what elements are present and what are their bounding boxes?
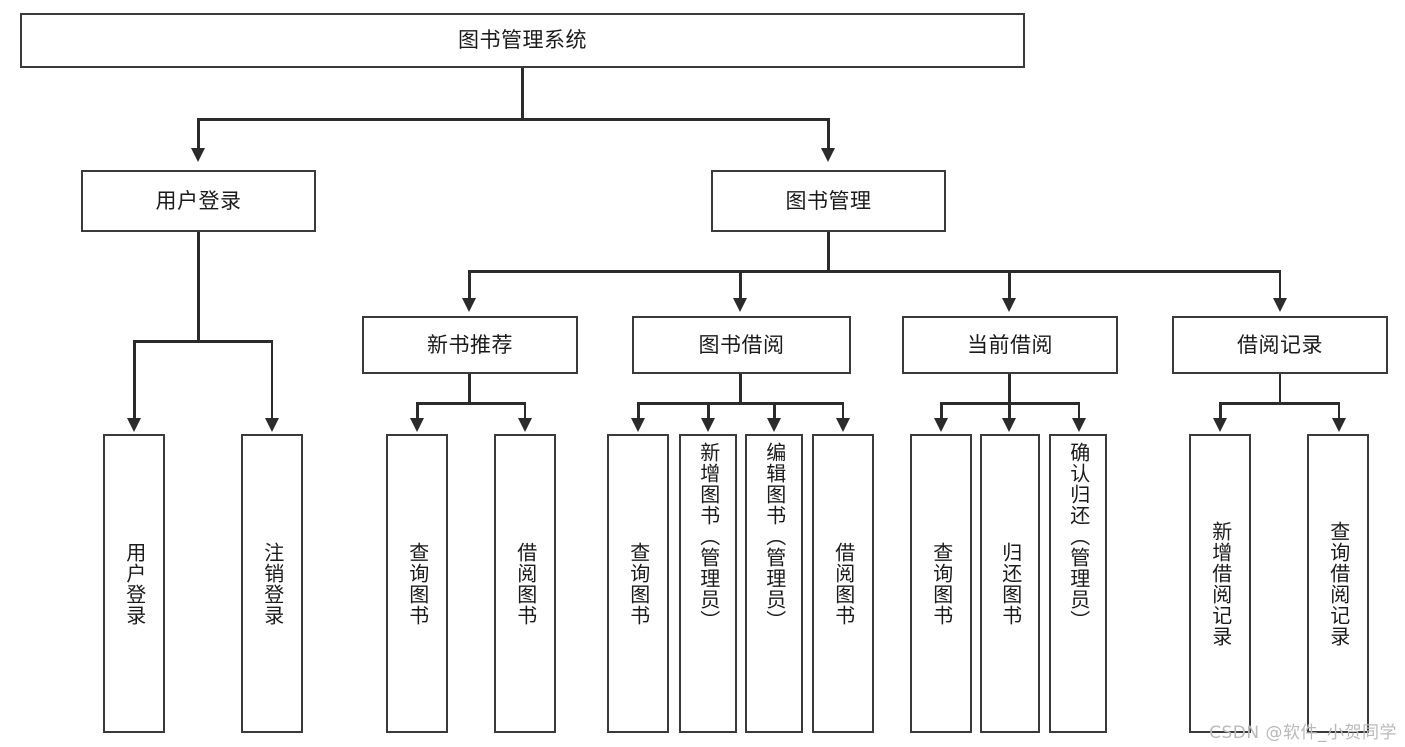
node-current-borrow[interactable]: 当前借阅 [902, 316, 1118, 374]
arrow-book-borrow-leaf-4 [835, 418, 850, 432]
connector-user-login-stem [197, 232, 200, 342]
connector-book-borrow-bus [637, 402, 844, 405]
arrow-book-mgmt-child-4 [1272, 298, 1287, 312]
arrow-user-login-leaf-2 [264, 418, 279, 432]
node-book-management[interactable]: 图书管理 [711, 170, 946, 232]
connector-borrow-record-branch-1 [1219, 402, 1222, 420]
leaf-query-book-current[interactable]: 查询图书 [910, 434, 972, 733]
node-label: 新书推荐 [427, 332, 513, 357]
leaf-label: 查询图书 [929, 541, 954, 626]
node-label: 图书借阅 [698, 332, 785, 357]
connector-book-borrow-branch-1 [637, 402, 640, 420]
node-label: 当前借阅 [967, 332, 1053, 357]
leaf-label: 新增借阅记录 [1208, 520, 1233, 647]
node-user-login[interactable]: 用户登录 [81, 170, 316, 232]
watermark-text: CSDN @软件_小贺同学 [1209, 723, 1397, 743]
connector-root-bus [197, 118, 829, 121]
arrow-book-mgmt-child-3 [1002, 298, 1016, 312]
connector-root-to-user-login [197, 118, 200, 150]
leaf-label: 用户登录 [122, 541, 147, 626]
node-root-system[interactable]: 图书管理系统 [20, 13, 1025, 68]
connector-borrow-record-branch-2 [1337, 402, 1340, 420]
connector-book-borrow-branch-3 [773, 402, 776, 420]
node-borrow-record[interactable]: 借阅记录 [1172, 316, 1388, 374]
node-new-book-recommend[interactable]: 新书推荐 [362, 316, 578, 374]
connector-book-borrow-branch-2 [707, 402, 710, 420]
connector-root-stem [521, 68, 524, 120]
leaf-edit-book-admin[interactable]: 编辑图书（管理员） [745, 434, 803, 733]
leaf-label: 归还图书 [998, 541, 1023, 626]
leaf-user-logout[interactable]: 注销登录 [241, 434, 303, 733]
connector-new-book-stem [468, 374, 471, 404]
node-label: 借阅记录 [1237, 332, 1323, 357]
arrow-root-to-book-mgmt [821, 148, 835, 162]
arrow-user-login-leaf-1 [127, 418, 141, 432]
leaf-label: 注销登录 [260, 541, 285, 626]
node-label: 图书管理 [785, 188, 872, 213]
arrow-current-borrow-leaf-1 [934, 418, 948, 432]
arrow-book-borrow-leaf-2 [701, 418, 715, 432]
connector-user-login-bus [133, 340, 273, 343]
connector-book-mgmt-branch-1 [468, 270, 471, 300]
connector-user-login-branch-2 [270, 340, 273, 420]
connector-book-mgmt-branch-3 [1008, 270, 1011, 300]
connector-new-book-bus [416, 402, 526, 405]
leaf-label: 借阅图书 [513, 541, 538, 626]
leaf-label: 查询图书 [626, 541, 651, 626]
arrow-current-borrow-leaf-3 [1071, 418, 1086, 432]
connector-book-borrow-branch-4 [841, 402, 844, 420]
leaf-user-login[interactable]: 用户登录 [103, 434, 165, 733]
arrow-book-borrow-leaf-1 [631, 418, 645, 432]
arrow-new-book-leaf-2 [517, 418, 532, 432]
leaf-label: 查询图书 [405, 541, 430, 626]
leaf-query-book-borrow[interactable]: 查询图书 [607, 434, 669, 733]
arrow-root-to-user-login [191, 148, 205, 162]
arrow-new-book-leaf-1 [410, 418, 424, 432]
leaf-return-book[interactable]: 归还图书 [980, 434, 1040, 733]
leaf-label: 查询借阅记录 [1326, 520, 1351, 647]
arrow-book-mgmt-child-1 [462, 298, 476, 312]
leaf-borrow-book-recommend[interactable]: 借阅图书 [494, 434, 556, 733]
arrow-borrow-record-leaf-1 [1213, 418, 1227, 432]
leaf-borrow-book[interactable]: 借阅图书 [812, 434, 874, 733]
connector-book-mgmt-branch-2 [739, 270, 742, 300]
connector-current-borrow-branch-2 [1008, 402, 1011, 420]
leaf-label: 确认归还（管理员） [1066, 442, 1091, 631]
leaf-add-borrow-record[interactable]: 新增借阅记录 [1189, 434, 1251, 733]
node-label: 用户登录 [155, 188, 242, 213]
leaf-label: 借阅图书 [831, 541, 856, 626]
connector-new-book-branch-1 [416, 402, 419, 420]
connector-root-to-book-mgmt [827, 118, 830, 150]
connector-borrow-record-stem [1278, 374, 1281, 404]
leaf-confirm-return-admin[interactable]: 确认归还（管理员） [1049, 434, 1107, 733]
connector-book-mgmt-stem [827, 232, 830, 272]
leaf-label: 编辑图书（管理员） [762, 442, 787, 631]
connector-current-borrow-branch-3 [1077, 402, 1080, 420]
connector-new-book-branch-2 [523, 402, 526, 420]
leaf-query-book-recommend[interactable]: 查询图书 [386, 434, 448, 733]
arrow-book-mgmt-child-2 [733, 298, 747, 312]
node-book-borrow[interactable]: 图书借阅 [632, 316, 851, 374]
connector-book-mgmt-branch-4 [1278, 270, 1281, 300]
arrow-book-borrow-leaf-3 [767, 418, 781, 432]
connector-current-borrow-stem [1008, 374, 1011, 404]
connector-book-borrow-stem [739, 374, 742, 404]
connector-book-mgmt-bus [468, 270, 1281, 273]
arrow-borrow-record-leaf-2 [1331, 418, 1346, 432]
arrow-current-borrow-leaf-2 [1002, 418, 1016, 432]
connector-current-borrow-branch-1 [940, 402, 943, 420]
node-label: 图书管理系统 [458, 28, 587, 53]
leaf-add-book-admin[interactable]: 新增图书（管理员） [679, 434, 737, 733]
connector-user-login-branch-1 [133, 340, 136, 420]
leaf-label: 新增图书（管理员） [696, 442, 721, 631]
connector-borrow-record-bus [1219, 402, 1340, 405]
leaf-query-borrow-record[interactable]: 查询借阅记录 [1307, 434, 1369, 733]
